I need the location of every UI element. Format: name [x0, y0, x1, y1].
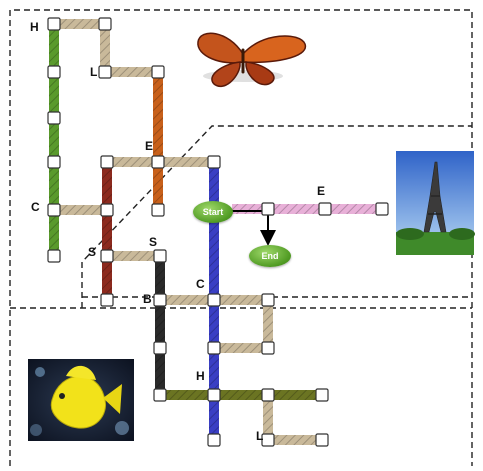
fish-eye	[59, 393, 65, 399]
label-e-right: E	[317, 184, 326, 198]
label-b: B	[143, 292, 152, 306]
node-17[interactable]	[47, 249, 61, 263]
segment-texture-lower-right-vertical	[263, 395, 273, 440]
fish-body	[50, 375, 106, 429]
segment-texture-bottom-horizontal	[268, 435, 322, 445]
node-19[interactable]	[153, 249, 167, 263]
end-pill[interactable]: End	[249, 245, 291, 267]
node-7[interactable]	[47, 155, 61, 169]
segment-texture-red-vertical	[102, 162, 112, 300]
node-23[interactable]	[261, 293, 275, 307]
node-6[interactable]	[47, 111, 61, 125]
fish-coral-3	[30, 424, 42, 436]
label-l-lower: L	[256, 429, 264, 443]
node-24[interactable]	[153, 341, 167, 355]
segment-texture-c-horizontal	[54, 205, 107, 215]
node-10[interactable]	[207, 155, 221, 169]
fish-tail	[103, 384, 122, 414]
butterfly-wing-lower-left	[211, 61, 241, 87]
butterfly-wing-left	[197, 32, 244, 64]
node-11[interactable]	[47, 203, 61, 217]
segment-texture-l-horizontal	[105, 67, 158, 77]
label-l-upper: L	[90, 65, 98, 79]
segment-texture-top-horizontal	[54, 19, 105, 29]
label-c-left: C	[31, 200, 40, 214]
node-15[interactable]	[318, 202, 332, 216]
node-4[interactable]	[98, 65, 112, 79]
segment-texture-s-horizontal	[107, 251, 160, 261]
node-25[interactable]	[207, 341, 221, 355]
label-h-top: H	[30, 20, 39, 34]
eiffel-region-border	[81, 125, 472, 308]
node-21[interactable]	[153, 293, 167, 307]
node-30[interactable]	[315, 388, 329, 402]
node-18[interactable]	[100, 249, 114, 263]
fish-coral-1	[35, 367, 45, 377]
label-s-right: S	[149, 235, 158, 249]
fish-fin-top	[66, 365, 96, 380]
eiffel-trees-right	[449, 228, 475, 240]
eiffel-tower-image	[396, 151, 475, 255]
node-22[interactable]	[207, 293, 221, 307]
node-14[interactable]	[261, 202, 275, 216]
node-3[interactable]	[47, 65, 61, 79]
node-squares	[47, 17, 389, 447]
node-20[interactable]	[100, 293, 114, 307]
segment-texture-pink-horizontal	[232, 204, 382, 214]
label-h-lower: H	[196, 369, 205, 383]
start-pill[interactable]: Start	[193, 201, 233, 223]
label-c-mid: C	[196, 277, 205, 291]
node-13[interactable]	[151, 203, 165, 217]
butterfly-wing-right	[242, 35, 306, 64]
node-9[interactable]	[151, 155, 165, 169]
fish-coral-2	[115, 421, 129, 435]
segment-texture-olive-horizontal	[160, 390, 322, 400]
node-16[interactable]	[375, 202, 389, 216]
eiffel-trees	[396, 228, 424, 240]
node-32[interactable]	[261, 433, 275, 447]
node-12[interactable]	[100, 203, 114, 217]
butterfly-image	[197, 32, 306, 87]
segment-texture-right-short-vertical	[263, 300, 273, 348]
node-27[interactable]	[153, 388, 167, 402]
label-s-left: S	[88, 245, 97, 259]
segment-texture-orange-vertical	[153, 72, 163, 211]
node-1[interactable]	[47, 17, 61, 31]
butterfly-wing-lower-right	[245, 61, 275, 86]
node-28[interactable]	[207, 388, 221, 402]
node-2[interactable]	[98, 17, 112, 31]
segment-texture-green-vertical	[49, 24, 59, 256]
node-33[interactable]	[315, 433, 329, 447]
label-e-mid: E	[145, 139, 154, 153]
node-5[interactable]	[151, 65, 165, 79]
node-29[interactable]	[261, 388, 275, 402]
node-8[interactable]	[100, 155, 114, 169]
node-26[interactable]	[261, 341, 275, 355]
yellow-fish-image	[28, 359, 134, 441]
segment-texture-mid-horizontal	[214, 343, 268, 353]
node-31[interactable]	[207, 433, 221, 447]
segment-texture-top-right-vertical	[100, 24, 110, 72]
segment-texture-black-vertical	[155, 256, 165, 395]
